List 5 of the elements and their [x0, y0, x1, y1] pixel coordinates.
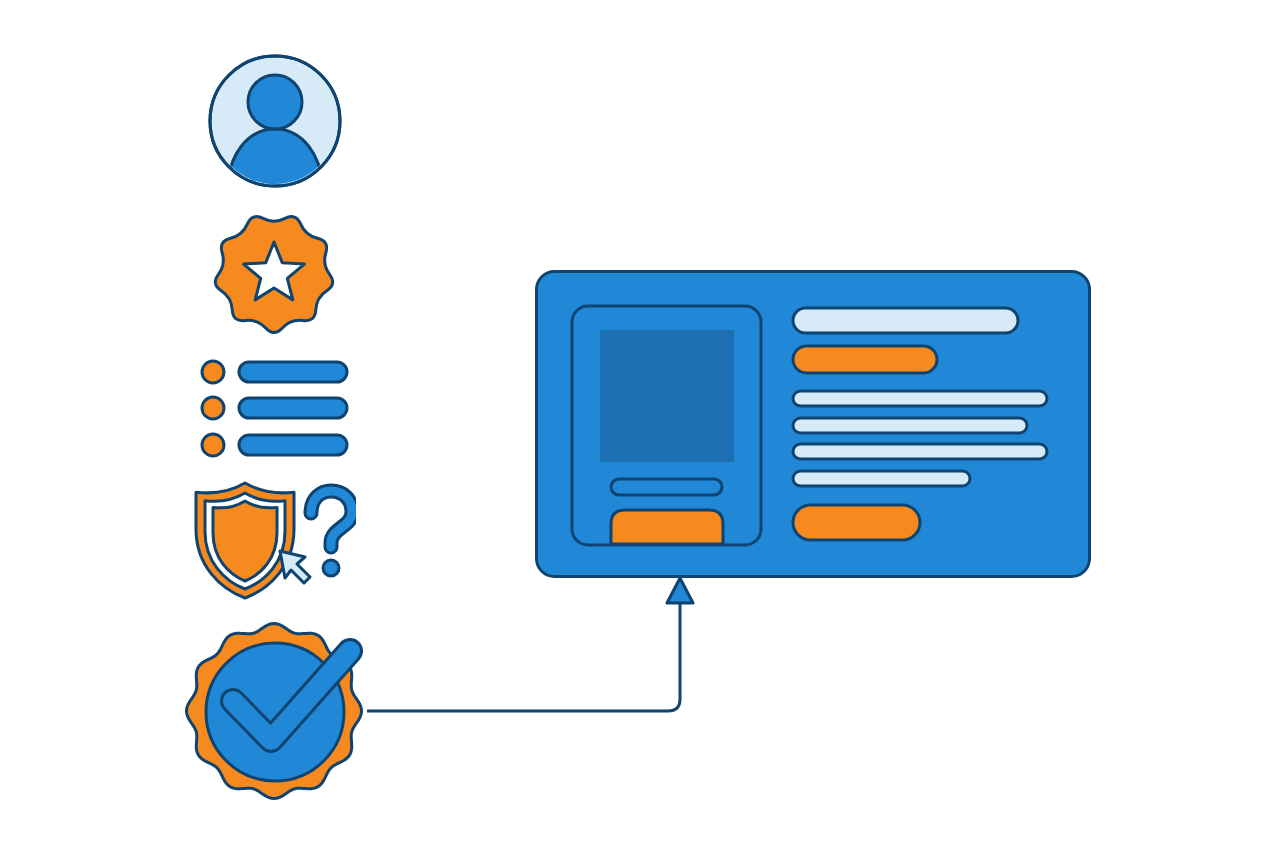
list-icon: [200, 359, 350, 459]
profile-card-illustration: [535, 270, 1091, 578]
user-avatar-icon: [207, 53, 343, 189]
shield-question-icon: [194, 481, 356, 601]
arrow: [367, 576, 695, 713]
